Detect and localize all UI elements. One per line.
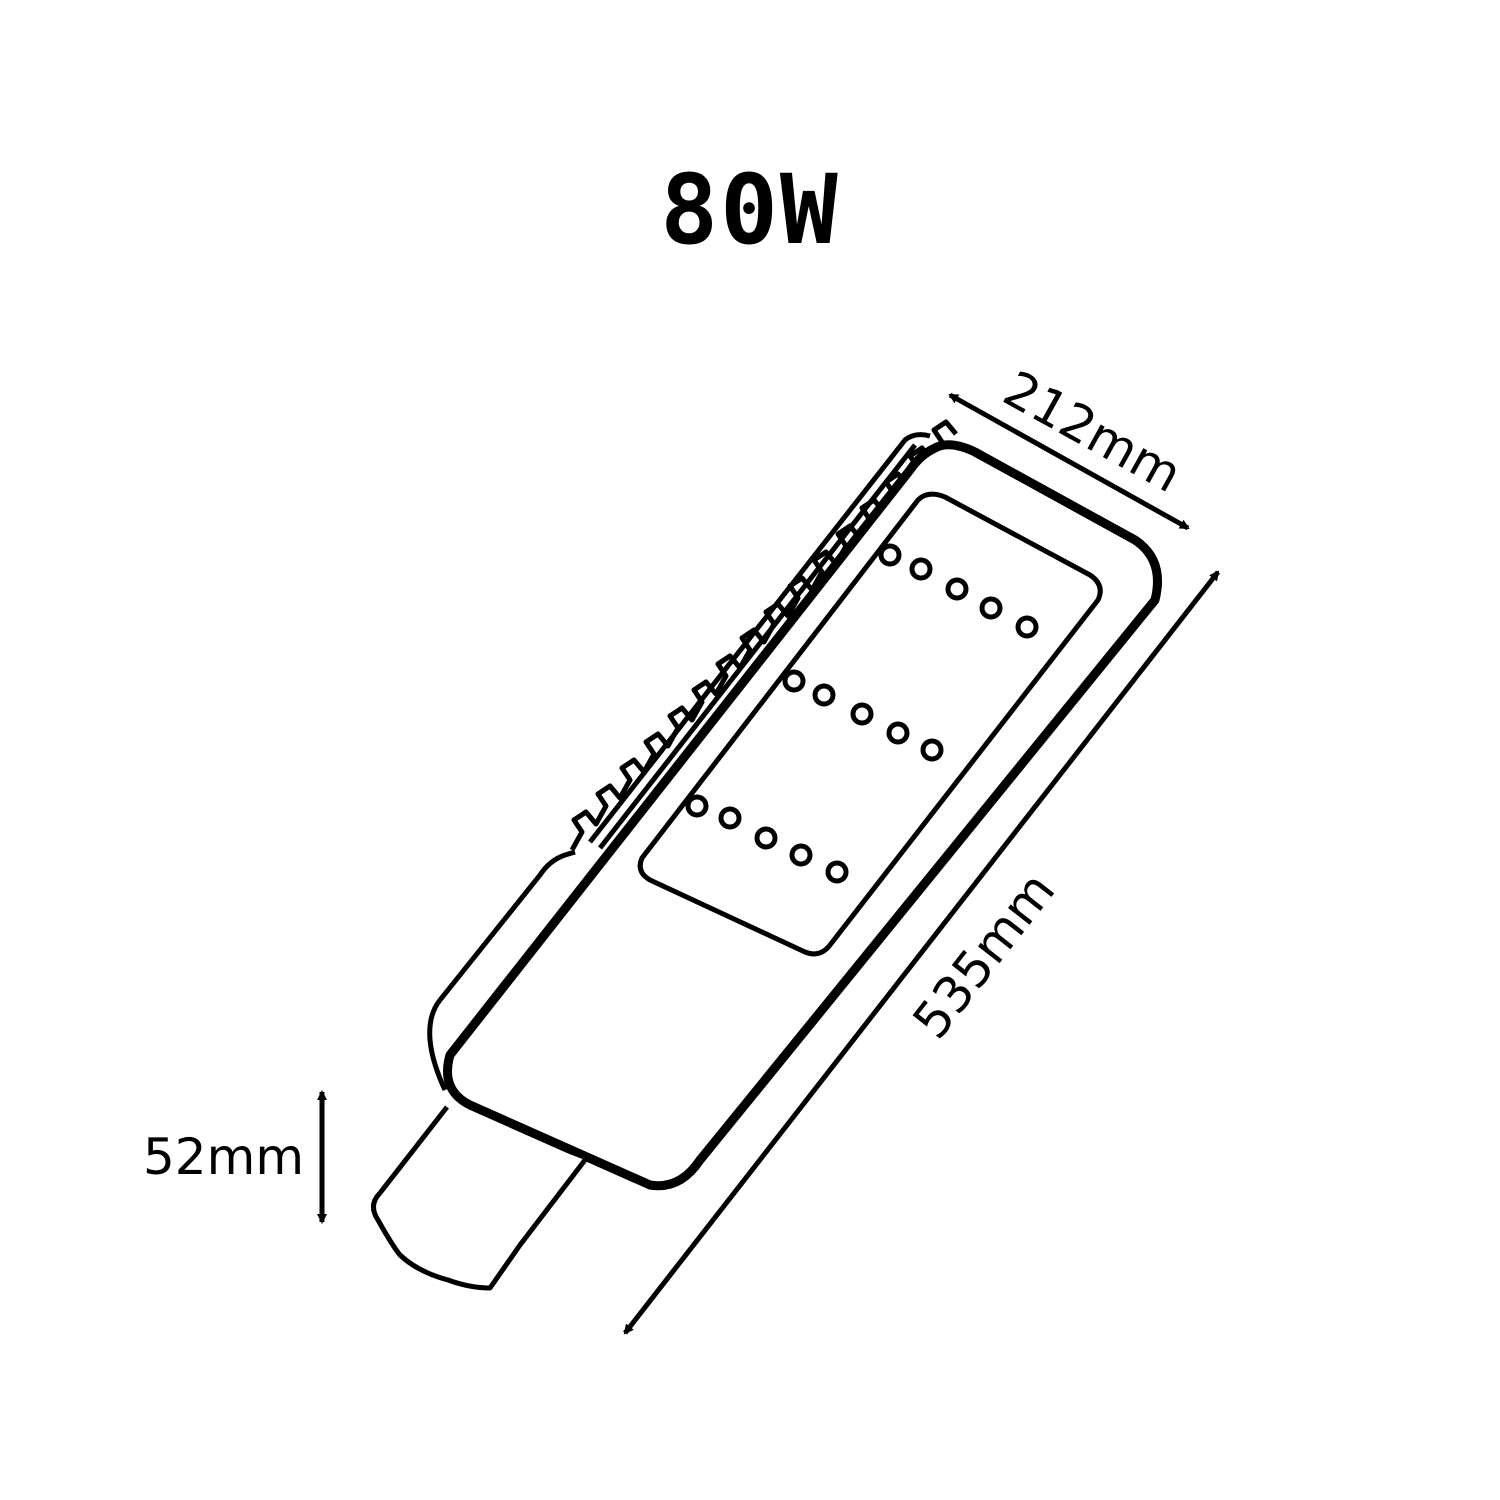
width-arrow xyxy=(948,392,1190,531)
mounting-arm xyxy=(371,1105,587,1291)
wattage-title: 80W xyxy=(660,154,840,266)
length-arrow xyxy=(623,570,1220,1335)
height-label: 52mm xyxy=(143,1128,304,1186)
length-label: 535mm xyxy=(902,862,1066,1050)
dimension-height: 52mm xyxy=(143,1090,327,1224)
